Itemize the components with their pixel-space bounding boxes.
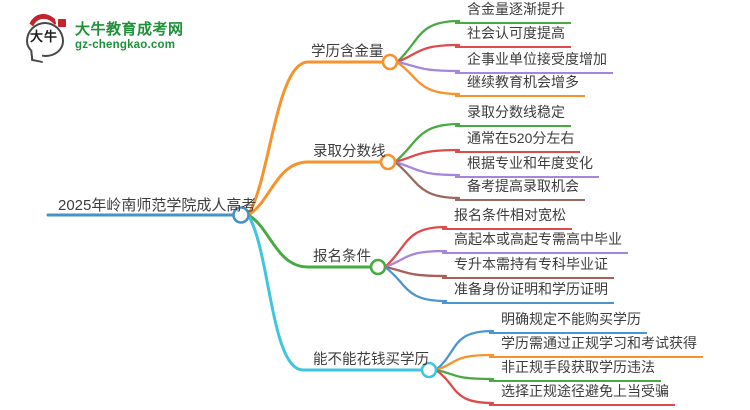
connector-line	[395, 19, 461, 64]
connector-line	[393, 148, 461, 164]
connector-line	[393, 122, 461, 164]
connector-line	[395, 60, 461, 96]
connector-line	[246, 60, 385, 217]
logo-bubble-text: 大牛	[29, 29, 58, 44]
leaf-node-label: 学历需通过正规学习和考试获得	[489, 333, 703, 358]
logo-subtitle: gz-chengkao.com	[75, 38, 176, 51]
leaf-node-label: 备考提高录取机会	[455, 176, 585, 201]
connector-line	[383, 225, 448, 269]
root-node-label: 2025年岭南师范学院成人高考	[58, 197, 257, 214]
leaf-node-label: 高起本或高起专需高中毕业	[442, 229, 628, 254]
branch-collapse-toggle[interactable]	[379, 153, 397, 171]
leaf-node-label: 根据专业和年度变化	[455, 153, 599, 178]
connector-line	[246, 213, 373, 269]
connector-line	[434, 329, 495, 372]
root-collapse-toggle[interactable]	[232, 206, 250, 224]
leaf-node-label: 继续教育机会增多	[455, 72, 585, 97]
branch-collapse-toggle[interactable]	[369, 258, 387, 276]
logo-speech-bubble-icon: 大牛	[22, 10, 68, 64]
branch-collapse-toggle[interactable]	[420, 361, 438, 379]
red-seal-icon	[58, 19, 66, 27]
connector-line	[393, 160, 461, 177]
connector-line	[393, 160, 461, 200]
leaf-node-label: 专升本需持有专科毕业证	[442, 254, 614, 279]
connector-line	[383, 249, 448, 269]
leaf-node-label: 录取分数线稳定	[455, 102, 571, 127]
logo-title: 大牛教育成考网	[75, 20, 184, 38]
leaf-node-label: 报名条件相对宽松	[442, 205, 572, 230]
branch-node-label: 能不能花钱买学历	[313, 352, 429, 368]
connector-line	[434, 353, 495, 372]
leaf-node-label: 通常在520分左右	[455, 128, 581, 153]
leaf-node-label: 社会认可度提高	[455, 23, 571, 48]
branch-collapse-toggle[interactable]	[381, 53, 399, 71]
leaf-node-label: 非正规手段获取学历违法	[489, 357, 661, 382]
branch-node-label: 报名条件	[313, 249, 371, 265]
branch-node-label: 录取分数线	[313, 144, 386, 160]
leaf-node-label: 准备身份证明和学历证明	[442, 279, 614, 304]
leaf-node-label: 明确规定不能购买学历	[489, 309, 647, 334]
connector-line	[383, 265, 448, 278]
connector-line	[395, 60, 461, 73]
site-logo[interactable]: 大牛 大牛教育成考网 gz-chengkao.com	[22, 10, 184, 64]
leaf-node-label: 含金量逐渐提升	[455, 0, 571, 24]
connector-line	[246, 160, 383, 217]
leaf-node-label: 选择正规途径避免上当受骗	[489, 381, 675, 406]
connector-line	[434, 368, 495, 381]
leaf-node-label: 企事业单位接受度增加	[455, 49, 613, 74]
connector-line	[246, 213, 424, 372]
connector-line	[434, 368, 495, 405]
branch-node-label: 学历含金量	[311, 44, 384, 60]
logo-wordmark: 大牛教育成考网 gz-chengkao.com	[75, 21, 184, 52]
bubble-tail	[30, 49, 43, 64]
connector-line	[383, 265, 448, 303]
connector-line	[395, 43, 461, 64]
